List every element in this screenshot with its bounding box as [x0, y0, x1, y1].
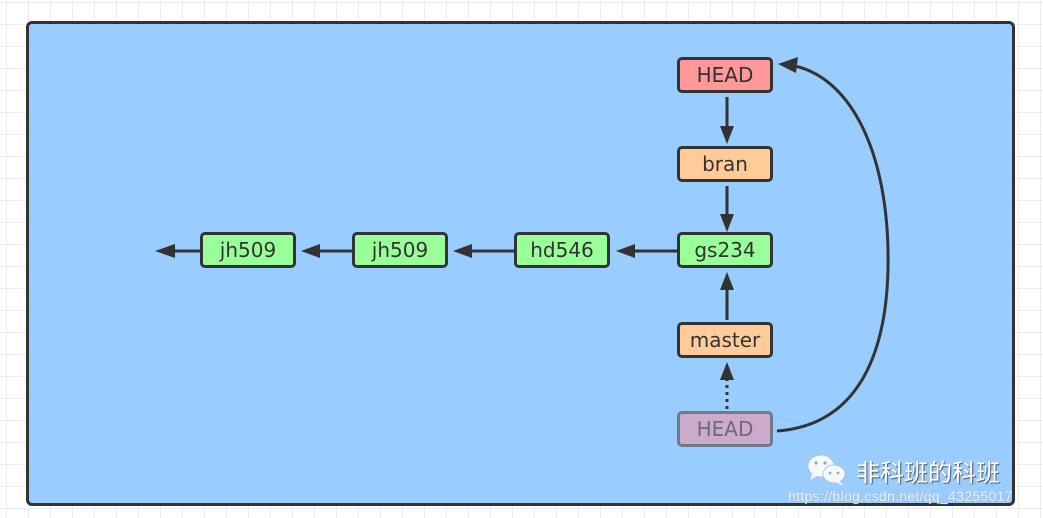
watermark-title: 非科班的科班	[856, 458, 1000, 487]
arrowhead-earlier	[155, 244, 175, 258]
node-label: HEAD	[696, 417, 754, 441]
node-commit-jh509-a[interactable]: jh509	[200, 232, 296, 268]
arrowhead-head	[778, 57, 798, 73]
node-head-previous[interactable]: HEAD	[677, 411, 773, 447]
node-label: gs234	[694, 238, 756, 262]
node-label: jh509	[371, 238, 429, 262]
node-branch-bran[interactable]: bran	[677, 146, 773, 182]
wechat-icon	[807, 454, 846, 486]
arrowhead-master	[720, 362, 734, 380]
arrowhead-bran	[720, 126, 734, 144]
arrowhead-hd546	[616, 244, 635, 258]
node-label: jh509	[219, 238, 277, 262]
arrowhead-jh509b	[453, 244, 472, 258]
watermark: 非科班的科班	[806, 452, 1000, 488]
node-label: master	[689, 328, 761, 352]
node-label: hd546	[530, 238, 594, 262]
edge-headprev-to-head-curve	[776, 63, 890, 433]
node-label: HEAD	[696, 63, 754, 87]
arrowhead-jh509a	[301, 244, 320, 258]
node-head-current[interactable]: HEAD	[677, 57, 773, 93]
node-label: bran	[702, 152, 748, 176]
arrowhead-gs234-bottom	[720, 272, 734, 290]
arrowhead-gs234-top	[720, 214, 734, 232]
node-commit-gs234[interactable]: gs234	[677, 232, 773, 268]
node-commit-jh509-b[interactable]: jh509	[352, 232, 448, 268]
watermark-url: https://blog.csdn.net/qq_43255017	[788, 488, 1013, 504]
node-commit-hd546[interactable]: hd546	[514, 232, 610, 268]
node-branch-master[interactable]: master	[677, 322, 773, 358]
